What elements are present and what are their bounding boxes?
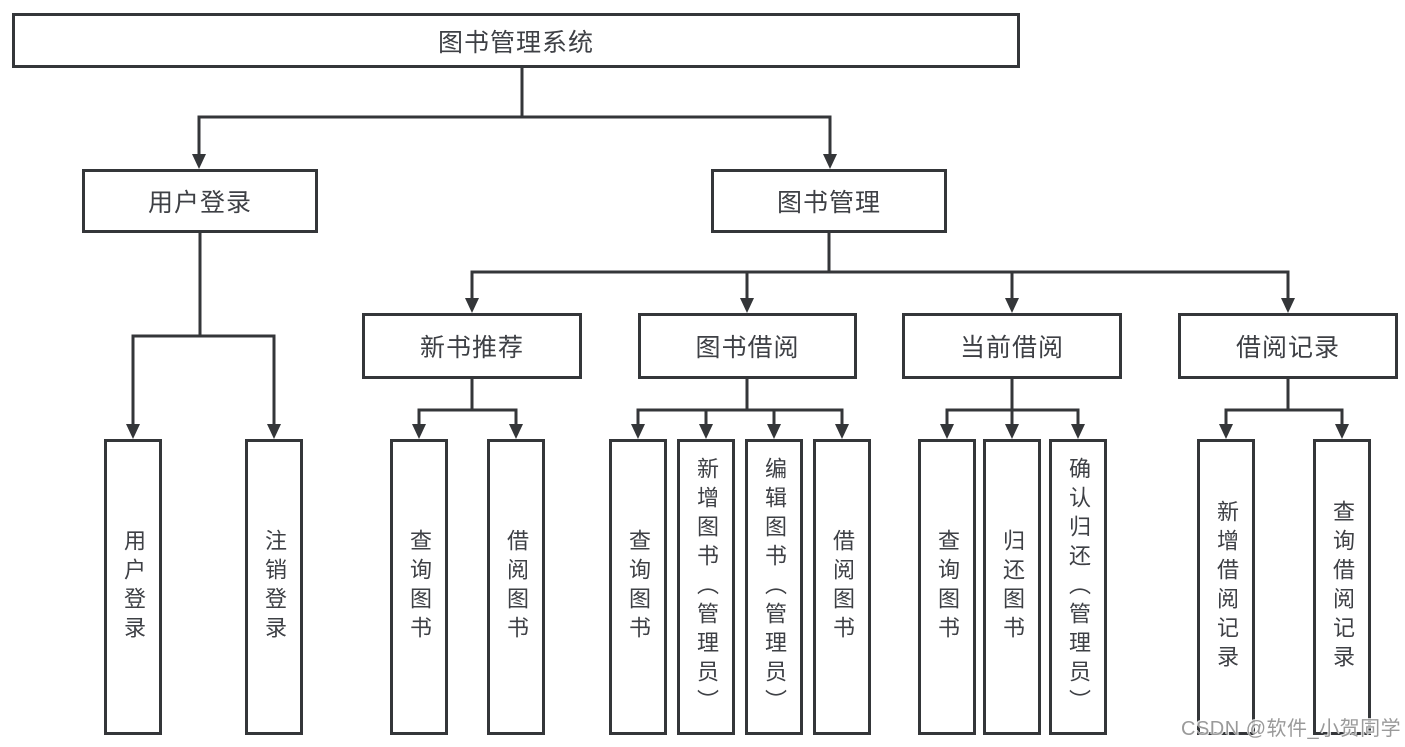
leaf-add-borrow-record: 新增借阅记录 [1197, 439, 1255, 735]
leaf-query-books-current: 查询图书 [918, 439, 976, 735]
node-current-borrow-label: 当前借阅 [959, 334, 1064, 362]
leaf-query-books-borrow: 查询图书 [609, 439, 667, 735]
node-book-management: 图书管理 [711, 169, 947, 233]
node-root: 图书管理系统 [12, 13, 1020, 68]
leaf-query-borrow-record: 查询借阅记录 [1313, 439, 1371, 735]
arrowhead-icon [509, 424, 523, 439]
node-borrow-records-label: 借阅记录 [1235, 334, 1340, 362]
arrowhead-icon [767, 424, 781, 439]
arrowhead-icon [1071, 424, 1085, 439]
node-user-login-label: 用户登录 [147, 189, 252, 217]
leaf-label: 查询借阅记录 [1330, 500, 1355, 674]
arrowhead-icon [192, 154, 206, 169]
arrowhead-icon [823, 154, 837, 169]
node-book-borrow-label: 图书借阅 [695, 334, 800, 362]
watermark: CSDN @软件_小贺同学 [1181, 718, 1402, 740]
arrowhead-icon [740, 298, 754, 313]
leaf-label: 注销登录 [262, 529, 287, 645]
arrowhead-icon [940, 424, 954, 439]
leaf-label: 查询图书 [935, 529, 960, 645]
node-user-login: 用户登录 [82, 169, 318, 233]
arrowhead-icon [465, 298, 479, 313]
leaf-label: 查询图书 [407, 529, 432, 645]
node-book-management-label: 图书管理 [776, 189, 881, 217]
leaf-label: 借阅图书 [504, 529, 529, 645]
arrowhead-icon [412, 424, 426, 439]
arrowhead-icon [267, 424, 281, 439]
leaf-return-book: 归还图书 [983, 439, 1041, 735]
node-borrow-records: 借阅记录 [1178, 313, 1398, 379]
connector-root [197, 64, 832, 159]
connector-user-login [131, 229, 276, 429]
node-book-borrow: 图书借阅 [638, 313, 857, 379]
leaf-label: 编辑图书（管理员） [762, 456, 787, 718]
arrowhead-icon [126, 424, 140, 439]
leaf-edit-book-admin: 编辑图书（管理员） [745, 439, 803, 735]
arrowhead-icon [631, 424, 645, 439]
connector-book-management [470, 229, 1290, 303]
leaf-query-books-recommend: 查询图书 [390, 439, 448, 735]
node-new-book-recommend-label: 新书推荐 [419, 334, 524, 362]
leaf-add-book-admin: 新增图书（管理员） [677, 439, 735, 735]
leaf-confirm-return-admin: 确认归还（管理员） [1049, 439, 1107, 735]
leaf-user-login: 用户登录 [104, 439, 162, 735]
connector-borrow-records [1224, 376, 1344, 429]
connector-new-book-recommend [417, 376, 518, 429]
leaf-borrow-books: 借阅图书 [813, 439, 871, 735]
arrowhead-icon [1335, 424, 1349, 439]
node-current-borrow: 当前借阅 [902, 313, 1122, 379]
connector-current-borrow [945, 376, 1080, 429]
connector-book-borrow [636, 376, 844, 429]
arrowhead-icon [835, 424, 849, 439]
node-root-label: 图书管理系统 [437, 28, 594, 57]
leaf-logout: 注销登录 [245, 439, 303, 735]
leaf-label: 查询图书 [626, 529, 651, 645]
arrowhead-icon [699, 424, 713, 439]
arrowhead-icon [1219, 424, 1233, 439]
leaf-label: 新增借阅记录 [1214, 500, 1239, 674]
leaf-label: 新增图书（管理员） [694, 456, 719, 718]
arrowhead-icon [1005, 298, 1019, 313]
leaf-label: 用户登录 [121, 529, 146, 645]
node-new-book-recommend: 新书推荐 [362, 313, 582, 379]
leaf-borrow-books-recommend: 借阅图书 [487, 439, 545, 735]
arrowhead-icon [1281, 298, 1295, 313]
leaf-label: 借阅图书 [830, 529, 855, 645]
leaf-label: 确认归还（管理员） [1066, 456, 1091, 718]
leaf-label: 归还图书 [1000, 529, 1025, 645]
arrowhead-icon [1005, 424, 1019, 439]
